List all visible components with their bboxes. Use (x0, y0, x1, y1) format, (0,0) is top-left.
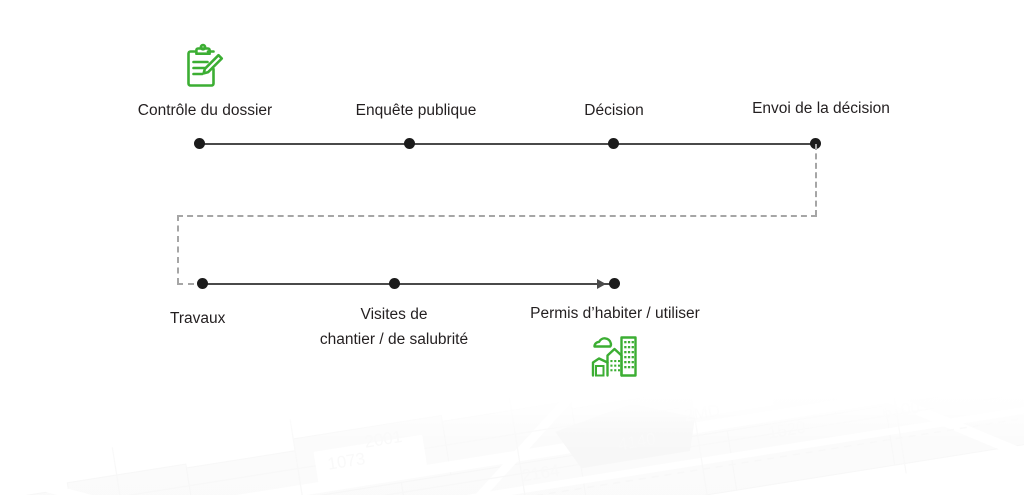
timeline-top-line (199, 143, 816, 145)
node-label-envoi-decision: Envoi de la décision (752, 100, 890, 117)
city-cloud-icon (588, 332, 640, 378)
node-label-controle-dossier: Contrôle du dossier (137, 102, 273, 119)
node-label-travaux: Travaux (170, 310, 226, 327)
connector-dashed-stub-bottom (177, 283, 205, 285)
map-art-fade-overlay (0, 395, 1024, 495)
connector-dashed-horizontal (177, 215, 817, 217)
timeline-node-dot-permis-habiter[interactable] (609, 278, 620, 289)
svg-text:6100: 6100 (881, 398, 921, 423)
node-label-visites-chantier-line2: chantier / de salubrité (319, 331, 469, 348)
timeline-node-dot-visites-chantier[interactable] (389, 278, 400, 289)
node-label-permis-habiter: Permis d’habiter / utiliser (530, 305, 700, 322)
timeline-node-dot-envoi-decision[interactable] (810, 138, 821, 149)
node-label-decision: Décision (584, 102, 644, 119)
timeline-node-dot-enquete-publique[interactable] (404, 138, 415, 149)
connector-dashed-vertical-right (815, 144, 817, 216)
svg-text:2001: 2001 (363, 427, 403, 452)
cadastral-map-art: 1059 1050 1059 4291 1650 2001 2164 2MD 4… (0, 395, 1024, 495)
timeline-node-dot-travaux[interactable] (197, 278, 208, 289)
svg-text:4470: 4470 (847, 395, 887, 399)
svg-text:2MD: 2MD (683, 401, 721, 425)
svg-text:1520: 1520 (767, 418, 807, 443)
node-label-enquete-publique: Enquête publique (355, 102, 477, 119)
svg-text:2164: 2164 (520, 461, 560, 486)
svg-text:1073: 1073 (326, 449, 366, 474)
timeline-bottom-arrow-icon (597, 279, 606, 289)
timeline-node-dot-controle-dossier[interactable] (194, 138, 205, 149)
svg-text:4140: 4140 (617, 429, 657, 454)
node-label-visites-chantier: Visites de chantier / de salubrité (296, 302, 492, 352)
connector-dashed-vertical-left (177, 215, 179, 284)
node-label-visites-chantier-line1: Visites de (360, 306, 428, 323)
clipboard-pen-icon (180, 42, 230, 92)
timeline-node-dot-decision[interactable] (608, 138, 619, 149)
timeline-bottom-line (202, 283, 614, 285)
